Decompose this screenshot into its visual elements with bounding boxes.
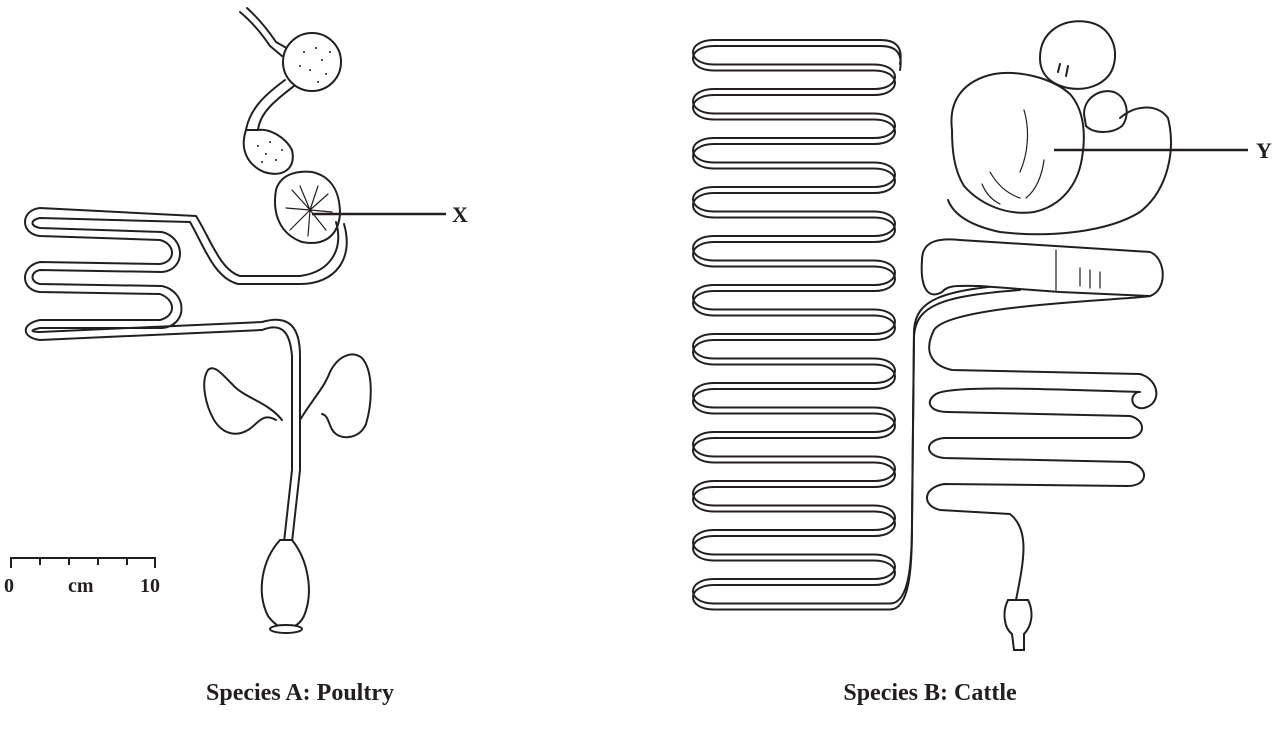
cattle-reticulum — [1040, 21, 1115, 89]
poultry-caecum-left — [204, 368, 282, 434]
caption-species-a: Species A: Poultry — [206, 680, 394, 706]
poultry-caecum-right — [300, 354, 371, 437]
cattle-caecum — [922, 239, 1163, 296]
scale-bar — [10, 558, 156, 568]
poultry-small-intestine-inner — [33, 218, 347, 560]
cattle-rumen — [951, 73, 1083, 213]
scale-start-label: 0 — [4, 575, 14, 597]
poultry-oesophagus-lower — [246, 80, 294, 130]
poultry-vent — [270, 625, 302, 633]
cattle-rectum — [1005, 600, 1032, 650]
cattle-digestive-tract: Y Species B: Cattle — [693, 21, 1272, 706]
poultry-small-intestine — [25, 208, 338, 560]
scale-unit-label: cm — [68, 575, 94, 597]
label-x: X — [452, 202, 468, 227]
cattle-colon-loops — [927, 389, 1144, 651]
poultry-digestive-tract: X 0 cm 10 Species A: Poultry — [4, 8, 468, 706]
label-y: Y — [1256, 138, 1272, 163]
caption-species-b: Species B: Cattle — [843, 680, 1017, 706]
poultry-cloaca — [262, 540, 309, 628]
cattle-omasum — [1084, 91, 1127, 132]
poultry-crop — [283, 33, 341, 91]
poultry-oesophagus — [240, 8, 290, 56]
scale-end-label: 10 — [140, 575, 160, 597]
poultry-proventriculus — [244, 130, 293, 174]
